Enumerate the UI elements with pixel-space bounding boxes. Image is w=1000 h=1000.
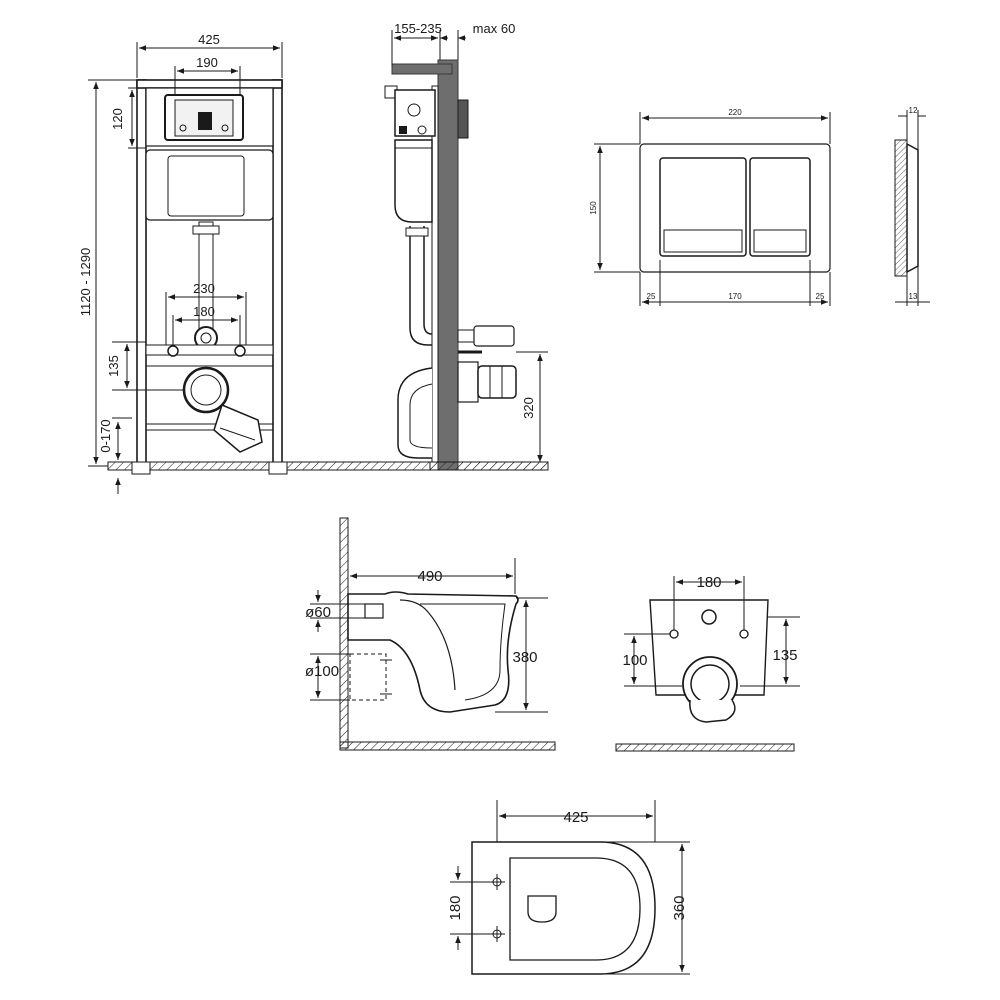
valve-icon (198, 112, 212, 130)
rear-floor (615, 743, 795, 752)
bowl-top-drain (527, 895, 557, 923)
dim-leg-adjust: 0-170 (98, 419, 113, 452)
dim-rear-bolt-height: 135 (772, 647, 797, 664)
dim-bowl-outlet: ø100 (305, 663, 339, 680)
bowl-outlet-hidden (349, 653, 387, 701)
dim-rear-inlet-height: 100 (622, 652, 647, 669)
wall-section (437, 59, 459, 471)
dim-bowl-length: 490 (417, 568, 442, 585)
dim-plate-margin-right: 25 (816, 292, 825, 301)
bowl-side-outline (347, 591, 519, 713)
bolt-right (234, 345, 246, 357)
dim-bolt-inner: 180 (193, 304, 215, 319)
dim-side-outlet-height: 320 (521, 397, 536, 419)
plate-side-profile (906, 142, 919, 274)
frame-front-view: 425 190 120 1120 - 1290 230 180 135 (78, 32, 549, 494)
dim-outlet-height: 135 (106, 355, 121, 377)
frame-left-upright (136, 79, 147, 473)
flush-plate-side-view: 12 13 (894, 106, 930, 306)
dim-plate-thickness-top: 12 (909, 106, 918, 115)
wall-top-bracket (391, 63, 453, 75)
dim-bolt-outer: 230 (193, 281, 215, 296)
dim-plate-thickness-bottom: 13 (909, 292, 918, 301)
rear-bolt-left (669, 629, 679, 639)
dim-top-length: 360 (671, 895, 688, 920)
bowl-top-seat (509, 857, 641, 961)
dim-top-width: 425 (563, 809, 588, 826)
dim-plate-margin-left: 25 (647, 292, 656, 301)
rear-inlet-hole (701, 609, 717, 625)
dim-depth-range: 155-235 (394, 21, 442, 36)
frame-top-beam (136, 79, 283, 89)
side-inlet-connector (473, 325, 515, 347)
dim-flush-width: 190 (196, 55, 218, 70)
dim-height-range: 1120 - 1290 (78, 248, 93, 316)
frame-side-view: 155-235 max 60 320 (384, 21, 549, 471)
dim-plate-width: 220 (728, 108, 742, 117)
plate-side-wall (894, 139, 908, 277)
side-cistern (394, 139, 433, 223)
bowl-floor (339, 741, 556, 751)
dim-rear-bolt-spacing: 180 (696, 574, 721, 591)
dim-plate-height: 150 (589, 201, 598, 215)
dim-top-height: 120 (110, 108, 125, 130)
dim-bowl-inlet: ø60 (305, 604, 331, 621)
bowl-rear-outline (649, 599, 769, 696)
side-outlet-connector (477, 365, 517, 399)
bowl-side-view: 490 ø60 ø100 380 (305, 517, 556, 751)
outlet-elbow (213, 403, 263, 453)
bowl-wall (339, 517, 349, 749)
cistern-body (167, 155, 245, 217)
dim-max-wall: max 60 (473, 21, 516, 36)
dim-top-bolt-spacing: 180 (447, 895, 464, 920)
dim-bowl-height: 380 (512, 649, 537, 666)
bowl-top-view: 425 180 360 (447, 800, 690, 975)
flush-plate-view: 220 150 25 170 25 (589, 108, 831, 306)
mounting-crossbar (145, 344, 274, 356)
rear-bolt-right (739, 629, 749, 639)
side-outlet-bend (397, 367, 433, 459)
dim-frame-width: 425 (198, 32, 220, 47)
bowl-rear-view: 180 100 135 (615, 574, 800, 752)
bolt-left (167, 345, 179, 357)
side-flush-plate (457, 99, 469, 139)
frame-right-upright (272, 79, 283, 473)
dim-plate-buttons: 170 (728, 292, 742, 301)
